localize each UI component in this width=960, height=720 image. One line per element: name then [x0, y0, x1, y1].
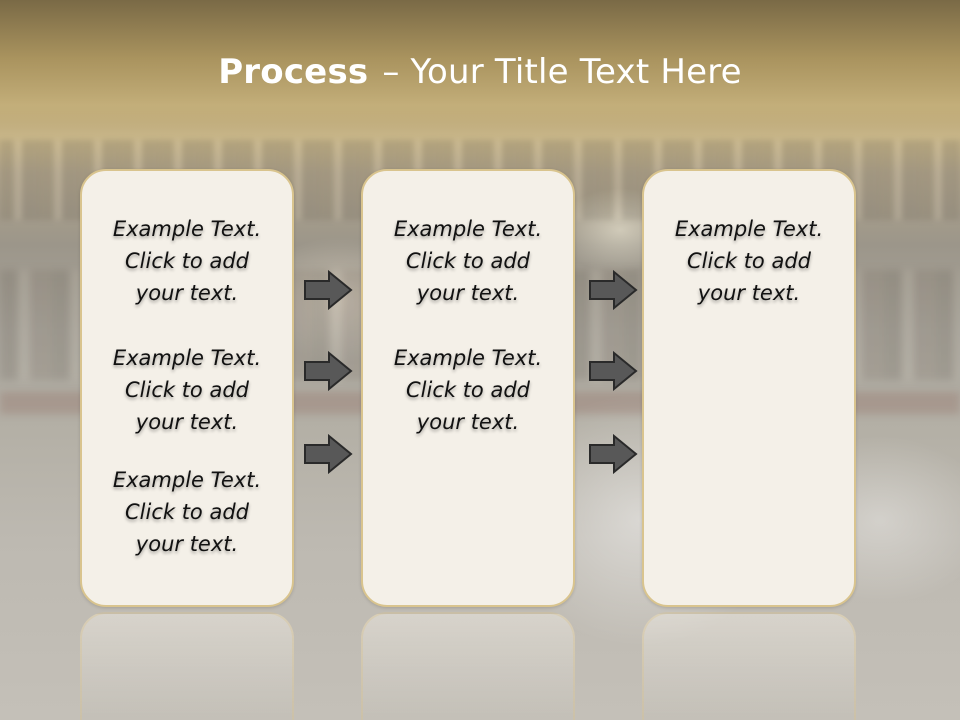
card-1-text-block-1[interactable]: Example Text. Click to add your text.: [82, 213, 292, 309]
right-arrow-icon[interactable]: [588, 270, 638, 310]
right-arrow-icon[interactable]: [588, 434, 638, 474]
text-line: Click to add: [124, 249, 249, 273]
card-2-text-block-2[interactable]: Example Text. Click to add your text.: [363, 342, 573, 438]
text-line: Example Text.: [112, 468, 262, 492]
text-line: Example Text.: [393, 346, 543, 370]
process-card-3[interactable]: Example Text. Click to add your text.: [642, 169, 856, 607]
text-line: your text.: [135, 281, 239, 305]
text-line: Click to add: [405, 249, 530, 273]
text-line: Example Text.: [393, 217, 543, 241]
text-line: Example Text.: [112, 346, 262, 370]
text-line: Click to add: [686, 249, 811, 273]
slide-title[interactable]: Process – Your Title Text Here: [0, 52, 960, 92]
right-arrow-icon[interactable]: [303, 270, 353, 310]
card-2-text-block-1[interactable]: Example Text. Click to add your text.: [363, 213, 573, 309]
card-3-reflection: [642, 612, 856, 720]
text-line: your text.: [416, 281, 520, 305]
process-card-1[interactable]: Example Text. Click to add your text. Ex…: [80, 169, 294, 607]
process-card-2[interactable]: Example Text. Click to add your text. Ex…: [361, 169, 575, 607]
text-line: your text.: [135, 532, 239, 556]
card-3-text-block-1[interactable]: Example Text. Click to add your text.: [644, 213, 854, 309]
card-1-text-block-2[interactable]: Example Text. Click to add your text.: [82, 342, 292, 438]
text-line: Click to add: [124, 378, 249, 402]
text-line: your text.: [135, 410, 239, 434]
card-1-text-block-3[interactable]: Example Text. Click to add your text.: [82, 464, 292, 560]
right-arrow-icon[interactable]: [303, 434, 353, 474]
text-line: Click to add: [124, 500, 249, 524]
text-line: Click to add: [405, 378, 530, 402]
right-arrow-icon[interactable]: [588, 351, 638, 391]
text-line: your text.: [697, 281, 801, 305]
card-1-reflection: [80, 612, 294, 720]
text-line: your text.: [416, 410, 520, 434]
text-line: Example Text.: [674, 217, 824, 241]
title-rest: – Your Title Text Here: [382, 52, 742, 92]
title-bold: Process: [218, 52, 369, 92]
right-arrow-icon[interactable]: [303, 351, 353, 391]
title-band: [0, 0, 960, 132]
card-2-reflection: [361, 612, 575, 720]
text-line: Example Text.: [112, 217, 262, 241]
